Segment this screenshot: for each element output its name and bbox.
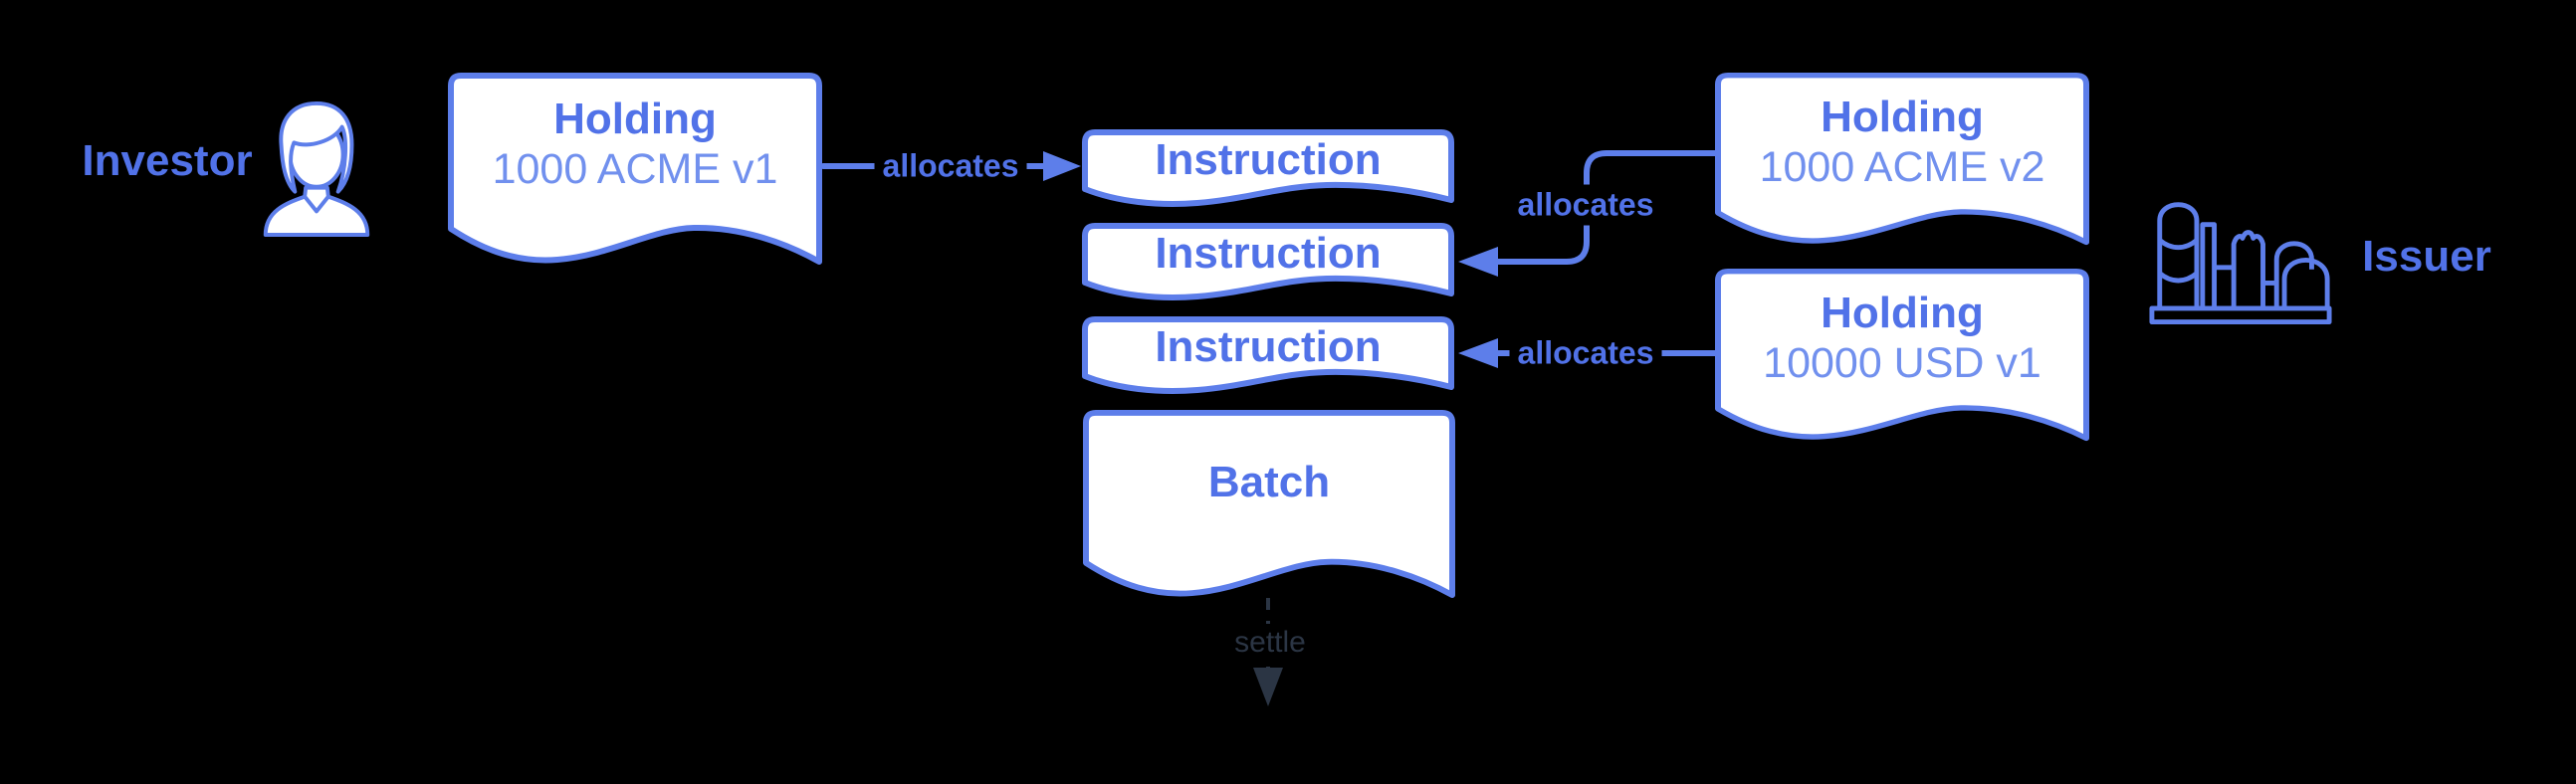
holding-usd-subtitle: 10000 USD v1 bbox=[1763, 339, 2041, 387]
batch-title: Batch bbox=[1207, 458, 1331, 506]
person-icon bbox=[255, 99, 378, 237]
batch-node: Batch bbox=[1083, 410, 1455, 599]
holding-v1-subtitle: 1000 ACME v1 bbox=[492, 145, 778, 193]
holding-v2-node: Holding 1000 ACME v2 bbox=[1715, 73, 2089, 246]
holding-v2-title: Holding bbox=[1821, 93, 1984, 141]
holding-v2-subtitle: 1000 ACME v2 bbox=[1759, 143, 2045, 191]
edge-allocates-3-label: allocates bbox=[1509, 332, 1662, 374]
holding-v1-title: Holding bbox=[553, 95, 717, 143]
instruction-2-node: Instruction bbox=[1082, 223, 1454, 300]
instruction-2-title: Instruction bbox=[1155, 229, 1382, 278]
holding-usd-title: Holding bbox=[1821, 289, 1984, 337]
edge-settle-arrowhead bbox=[1253, 668, 1283, 706]
issuer-label: Issuer bbox=[2362, 232, 2491, 281]
edge-settle-label: settle bbox=[1226, 624, 1314, 662]
factory-icon bbox=[2148, 189, 2333, 326]
instruction-1-node: Instruction bbox=[1082, 129, 1454, 207]
instruction-3-title: Instruction bbox=[1155, 322, 1382, 371]
edge-allocates-3-arrowhead bbox=[1458, 338, 1498, 368]
edge-allocates-2-label: allocates bbox=[1509, 184, 1662, 226]
holding-usd-node: Holding 10000 USD v1 bbox=[1715, 269, 2089, 442]
instruction-1-title: Instruction bbox=[1155, 135, 1382, 184]
holding-v1-node: Holding 1000 ACME v1 bbox=[448, 73, 822, 266]
edge-allocates-2-arrowhead bbox=[1458, 247, 1498, 277]
investor-label: Investor bbox=[82, 136, 253, 185]
instruction-3-node: Instruction bbox=[1082, 316, 1454, 394]
edge-allocates-1-arrowhead bbox=[1043, 151, 1081, 181]
edge-allocates-1-label: allocates bbox=[874, 145, 1027, 187]
